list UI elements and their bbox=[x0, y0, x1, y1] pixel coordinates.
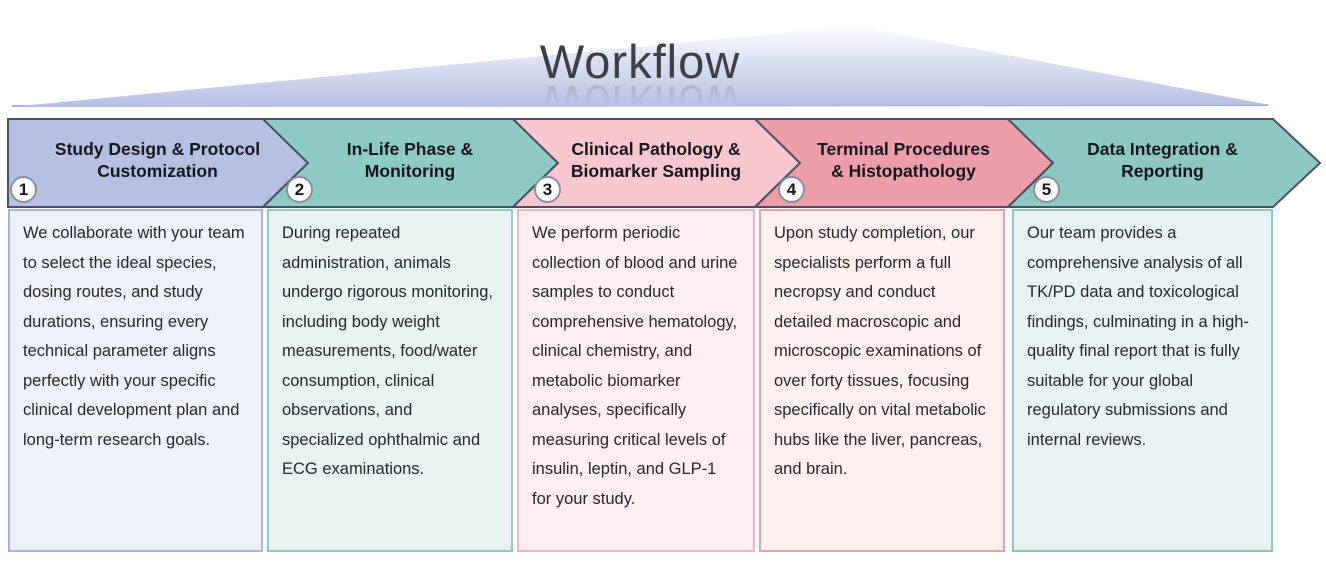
step-label-line: In-Life Phase & bbox=[346, 139, 474, 159]
step-description: We collaborate with your team to select … bbox=[23, 224, 245, 449]
step-label-line: Clinical Pathology & bbox=[571, 139, 741, 159]
step-label-line: Customization bbox=[97, 161, 218, 181]
step-label-line: Reporting bbox=[1121, 161, 1204, 181]
step-label-4: Terminal Procedures & Histopathology bbox=[777, 130, 1030, 190]
step-number-badge-1: 1 bbox=[10, 176, 37, 203]
step-number: 5 bbox=[1041, 179, 1052, 199]
page-title: Workflow bbox=[539, 35, 741, 88]
step-description-box-3: We perform periodic collection of blood … bbox=[517, 209, 755, 552]
step-label-line: Biomarker Sampling bbox=[570, 161, 742, 181]
step-arrow-shape-5 bbox=[1005, 118, 1322, 208]
step-number-badge-4: 4 bbox=[778, 176, 805, 203]
step-description-box-1: We collaborate with your team to select … bbox=[8, 209, 263, 552]
step-description-box-4: Upon study completion, our specialists p… bbox=[759, 209, 1005, 552]
step-description: Our team provides a comprehensive analys… bbox=[1027, 224, 1249, 449]
step-label-line: Monitoring bbox=[364, 161, 456, 181]
step-description: Upon study completion, our specialists p… bbox=[774, 224, 986, 478]
step-label-line: & Histopathology bbox=[831, 161, 976, 181]
step-description: During repeated administration, animals … bbox=[282, 224, 493, 478]
step-description-box-2: During repeated administration, animals … bbox=[267, 209, 513, 552]
step-label-3: Clinical Pathology & Biomarker Sampling bbox=[535, 130, 777, 190]
step-number: 4 bbox=[786, 179, 797, 199]
step-number-badge-3: 3 bbox=[534, 176, 561, 203]
step-description-box-5: Our team provides a comprehensive analys… bbox=[1012, 209, 1273, 552]
step-arrows bbox=[7, 118, 1322, 208]
step-description: We perform periodic collection of blood … bbox=[532, 224, 738, 508]
banner-gradient-shape bbox=[10, 26, 1270, 107]
step-number: 2 bbox=[294, 179, 305, 199]
step-label-line: Study Design & Protocol bbox=[54, 139, 261, 159]
arrow-group bbox=[7, 118, 1322, 208]
title-reflection: Workflow bbox=[539, 76, 741, 129]
step-number-badge-5: 5 bbox=[1033, 176, 1060, 203]
step-number-badge-2: 2 bbox=[286, 176, 313, 203]
step-number: 3 bbox=[542, 179, 553, 199]
step-label-5: Data Integration & Reporting bbox=[1030, 130, 1295, 190]
banner-triangle bbox=[10, 26, 1270, 107]
step-label-line: Terminal Procedures bbox=[817, 139, 990, 159]
workflow-title-group: Workflow Workflow bbox=[460, 35, 820, 130]
step-number: 1 bbox=[18, 179, 29, 199]
step-label-1: Study Design & Protocol Customization bbox=[30, 130, 285, 190]
step-label-line: Data Integration & bbox=[1087, 139, 1238, 159]
step-label-2: In-Life Phase & Monitoring bbox=[285, 130, 535, 190]
